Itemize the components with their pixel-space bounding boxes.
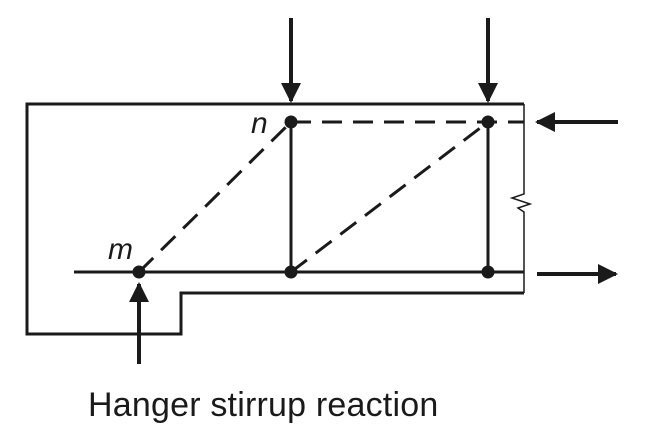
node-label-n: n [251, 107, 268, 140]
node-m [132, 265, 146, 279]
node-top-right [481, 115, 495, 129]
node-label-m: m [108, 233, 133, 266]
beam-outline [25, 102, 524, 336]
diagram-caption: Hanger stirrup reaction [88, 386, 439, 424]
node-bottom-right [481, 265, 495, 279]
node-bottom-middle [284, 265, 298, 279]
node-n [284, 115, 298, 129]
break-line [509, 104, 533, 293]
diagonal-strut-mn [137, 120, 293, 274]
diagonal-strut-right [290, 120, 489, 274]
